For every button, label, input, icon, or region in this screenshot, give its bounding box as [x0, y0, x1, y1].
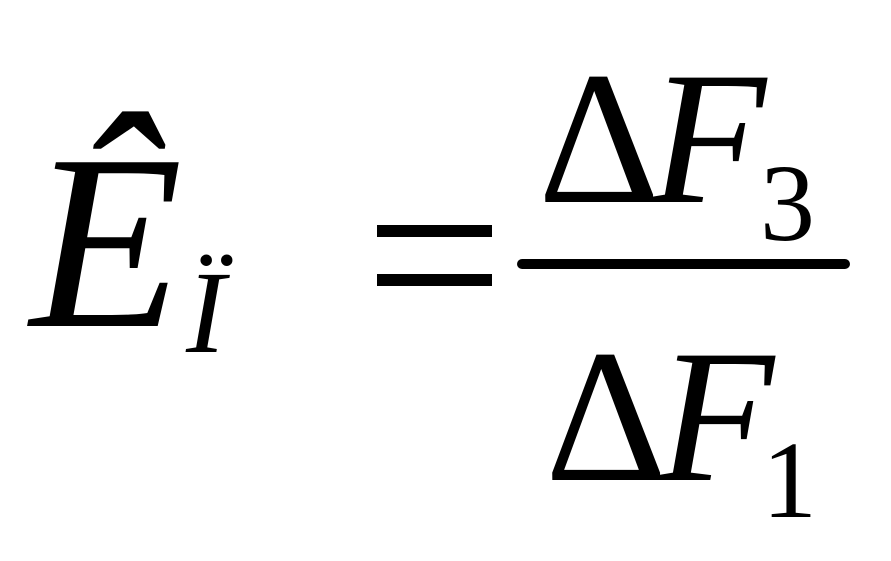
- lhs-symbol: Ê: [30, 104, 183, 381]
- numerator-delta: Δ: [538, 34, 661, 244]
- denominator-delta: Δ: [545, 312, 668, 522]
- fraction-bar: [517, 259, 850, 269]
- equals-bar-bottom: [377, 274, 492, 286]
- denominator-subscript: 1: [762, 419, 817, 541]
- lhs-subscript: Ï: [186, 247, 226, 378]
- numerator-variable: F: [650, 34, 767, 244]
- numerator-subscript: 3: [760, 142, 815, 264]
- equals-bar-top: [377, 225, 492, 237]
- denominator-variable: F: [658, 312, 775, 522]
